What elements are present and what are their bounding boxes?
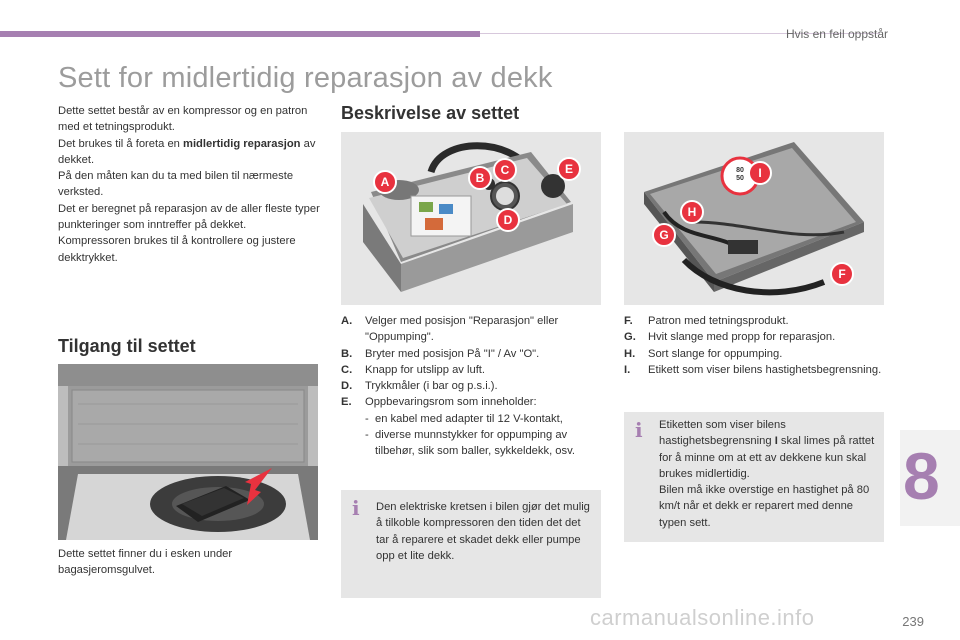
callout-i: I [748, 161, 772, 185]
callout-a: A [373, 170, 397, 194]
callout-d: D [496, 208, 520, 232]
compressor-illustration-back [624, 132, 884, 305]
compressor-photo-front: A B C D E [341, 132, 601, 305]
list-subitem: -diverse munnstykker for oppumping av ti… [365, 429, 575, 458]
trunk-photo [58, 364, 318, 540]
intro-paragraph: På den måten kan du ta med bilen til nær… [58, 170, 294, 199]
access-caption: Dette settet finner du i esken under bag… [58, 548, 233, 577]
list-item: C.Knapp for utslipp av luft. [341, 363, 486, 376]
callout-b: B [468, 166, 492, 190]
page-title: Sett for midlertidig reparasjon av dekk [58, 62, 553, 94]
description-list-left: A.Velger med posisjon "Reparasjon" eller… [341, 313, 605, 460]
list-item: A.Velger med posisjon "Reparasjon" eller… [341, 315, 559, 344]
intro-paragraph: Kompressoren brukes til å kontrollere og… [58, 235, 296, 264]
callout-h: H [680, 200, 704, 224]
watermark: carmanualsonline.info [590, 605, 815, 630]
info-text: Den elektriske kretsen i bilen gjør det … [376, 501, 590, 562]
compressor-illustration-front [341, 132, 601, 305]
compressor-photo-back: 80 50 I H G F [624, 132, 884, 305]
chapter-number: 8 [903, 439, 940, 513]
info-icon: i [635, 418, 643, 442]
intro-paragraph: Det er beregnet på reparasjon av de alle… [58, 202, 320, 232]
intro-text: Dette settet består av en kompressor og … [58, 103, 320, 266]
callout-c: C [493, 158, 517, 182]
list-item: H.Sort slange for oppumping. [624, 347, 783, 360]
info-box-electrical: i Den elektriske kretsen i bilen gjør de… [341, 490, 601, 598]
header-rule [480, 33, 880, 34]
list-item: D.Trykkmåler (i bar og p.s.i.). [341, 380, 498, 393]
intro-paragraph: Det brukes til å foreta en midlertidig r… [58, 137, 316, 166]
list-item: E.Oppbevaringsrom som inneholder: [341, 396, 537, 409]
chapter-tab [900, 430, 960, 526]
description-list-right: F.Patron med tetningsprodukt. G.Hvit sla… [624, 313, 884, 378]
list-subitem: -en kabel med adapter til 12 V-kontakt, [365, 412, 563, 425]
list-item: F.Patron med tetningsprodukt. [624, 315, 789, 327]
list-item: G.Hvit slange med propp for reparasjon. [624, 331, 836, 344]
section-header: Hvis en feil oppstår [785, 27, 888, 41]
info-box-speed-label: i Etiketten som viser bilens hastighetsb… [624, 412, 884, 542]
access-heading: Tilgang til settet [58, 336, 196, 356]
callout-g: G [652, 223, 676, 247]
trunk-illustration [58, 364, 318, 540]
intro-paragraph: Dette settet består av en kompressor og … [58, 105, 308, 134]
info-text: Bilen må ikke overstige en hastighet på … [659, 484, 870, 529]
speed-sticker-text: 80 50 [736, 167, 744, 182]
info-text: Etiketten som viser bilens hastighetsbeg… [659, 419, 875, 480]
red-arrow [245, 468, 272, 505]
callout-e: E [557, 157, 581, 181]
list-item: I.Etikett som viser bilens hastighetsbeg… [624, 363, 882, 376]
info-icon: i [352, 496, 360, 520]
header-accent-bar [0, 31, 480, 37]
page-number: 239 [902, 614, 924, 629]
list-item: B.Bryter med posisjon På "I" / Av "O". [341, 347, 540, 360]
callout-f: F [830, 262, 854, 286]
description-heading: Beskrivelse av settet [341, 103, 520, 123]
